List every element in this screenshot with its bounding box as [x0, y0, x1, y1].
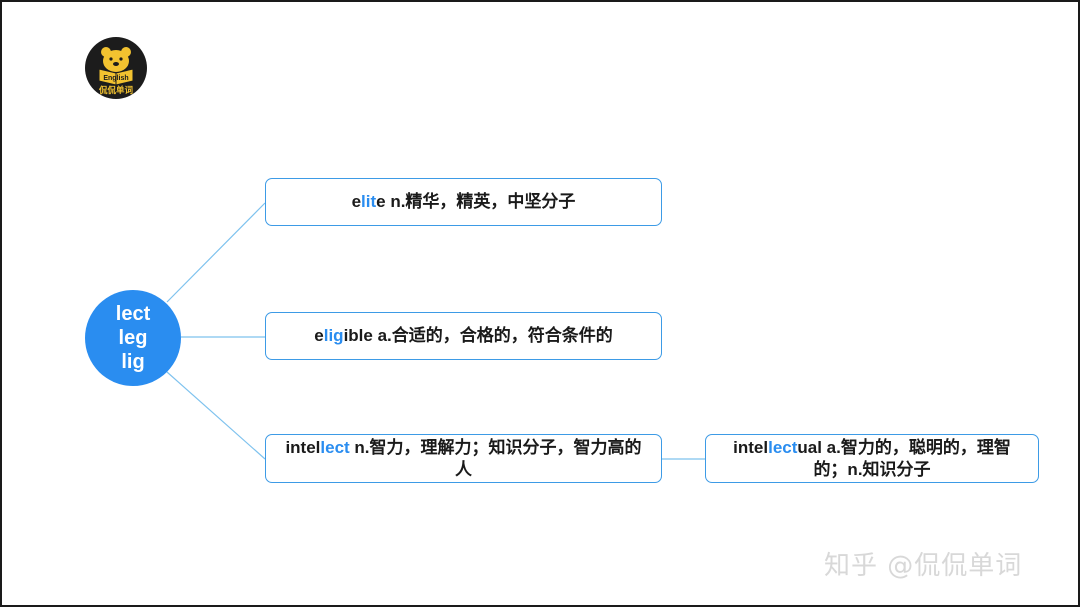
node-eligible-prefix: e [314, 326, 324, 345]
node-intellectual: intellectual a.智力的，聪明的，理智的；n.知识分子 [705, 434, 1039, 483]
node-eligible-definition: ible a.合适的，合格的，符合条件的 [343, 326, 613, 345]
node-elite: elite n.精华，精英，中坚分子 [265, 178, 662, 226]
logo-english-text: English [103, 75, 128, 82]
connector-root-elite [166, 202, 266, 303]
root-line-1: lect [115, 303, 151, 325]
node-elite-definition: e n.精华，精英，中坚分子 [376, 192, 576, 211]
node-intellectual-prefix: intel [733, 437, 769, 457]
node-intellect-prefix: intel [285, 437, 321, 457]
connector-root-intellect [166, 371, 266, 460]
watermark: 知乎 @侃侃单词 [824, 551, 1023, 581]
node-intellectual-root: lect [768, 437, 798, 457]
node-elite-root: lit [361, 192, 377, 211]
root-line-2: leg [118, 327, 148, 349]
root-line-3: lig [121, 351, 145, 373]
node-elite-prefix: e [351, 192, 362, 211]
node-intellect-root: lect [320, 437, 350, 457]
node-intellectual-definition: ual a.智力的，聪明的，理智的；n.知识分子 [797, 437, 1011, 479]
node-intellect-definition: n.智力，理解力；知识分子，智力高的人 [349, 437, 642, 479]
node-eligible-root: lig [323, 326, 344, 345]
brand-logo: English 侃侃单词 [85, 37, 147, 99]
logo-caption: 侃侃单词 [98, 85, 134, 96]
node-intellect: intellect n.智力，理解力；知识分子，智力高的人 [265, 434, 662, 483]
node-eligible: eligible a.合适的，合格的，符合条件的 [265, 312, 662, 360]
root-node: lect leg lig [85, 290, 181, 386]
